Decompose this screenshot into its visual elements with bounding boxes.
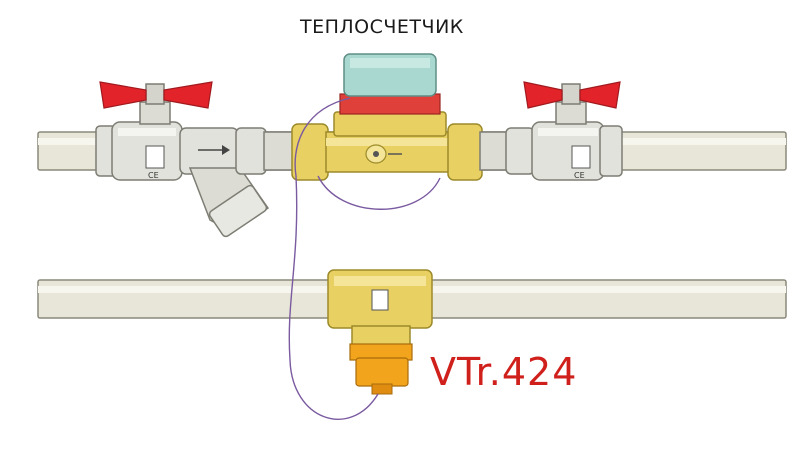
meter-wire-loop bbox=[317, 175, 441, 210]
sensor-model-label: VTr.424 bbox=[430, 350, 578, 394]
heat-meter-title: ТЕПЛОСЧЕТЧИК bbox=[300, 16, 464, 38]
left-ball-valve: CE bbox=[95, 81, 213, 181]
heat-meter bbox=[291, 53, 483, 181]
right-union bbox=[479, 127, 535, 175]
left-valve-handle bbox=[99, 81, 213, 109]
left-valve-ce-mark: CE bbox=[148, 171, 159, 180]
tee-fitting bbox=[327, 269, 433, 347]
right-valve-handle bbox=[523, 81, 621, 109]
y-strainer bbox=[179, 127, 270, 238]
right-valve-ce-mark: CE bbox=[574, 171, 585, 180]
temperature-sensor bbox=[349, 343, 413, 395]
signal-wire bbox=[288, 97, 379, 420]
left-union bbox=[235, 127, 295, 175]
right-ball-valve: CE bbox=[523, 81, 623, 181]
flow-direction-arrow bbox=[198, 145, 230, 155]
